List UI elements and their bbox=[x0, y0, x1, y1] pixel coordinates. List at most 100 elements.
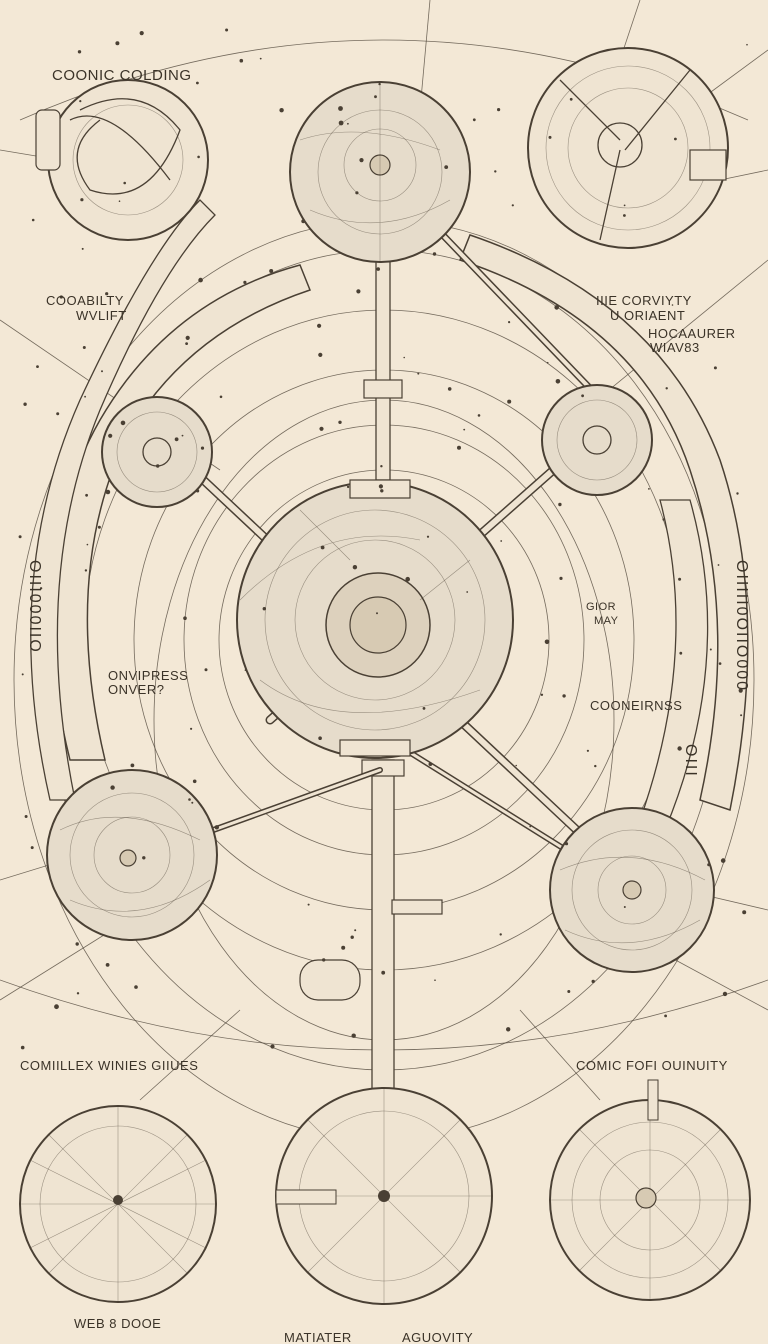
node-dot bbox=[85, 493, 88, 497]
node-dot bbox=[110, 785, 115, 790]
label-left-vertical: OIII000IIO bbox=[26, 560, 43, 654]
node-dot bbox=[569, 97, 573, 101]
node-dot bbox=[279, 108, 284, 113]
node-dot bbox=[346, 485, 350, 489]
label-bottom-center-caption-1: MATIATER bbox=[284, 1330, 352, 1344]
node-dot bbox=[651, 709, 654, 712]
label-left-middle-2: ONVER? bbox=[108, 682, 164, 697]
bottom-left-disc bbox=[19, 1105, 217, 1303]
node-dot bbox=[192, 779, 197, 784]
right-small-sphere bbox=[541, 384, 653, 496]
node-dot bbox=[497, 108, 501, 112]
node-dot bbox=[59, 295, 63, 299]
node-dot bbox=[381, 970, 386, 975]
node-dot bbox=[529, 825, 532, 828]
node-dot bbox=[720, 858, 726, 863]
node-dot bbox=[196, 81, 199, 85]
node-dot bbox=[101, 370, 103, 373]
node-dot bbox=[36, 365, 39, 368]
node-dot bbox=[555, 379, 561, 384]
node-dot bbox=[198, 277, 203, 283]
top-right-disc bbox=[527, 47, 729, 249]
node-dot bbox=[259, 57, 262, 60]
node-dot bbox=[499, 933, 502, 936]
node-dot bbox=[244, 669, 247, 671]
node-dot bbox=[581, 394, 584, 398]
node-dot bbox=[75, 942, 79, 946]
node-dot bbox=[508, 321, 511, 324]
node-dots bbox=[18, 28, 748, 1050]
label-right-upper-4: WIAV83 bbox=[650, 340, 700, 355]
node-dot bbox=[417, 372, 420, 375]
node-dot bbox=[709, 648, 712, 651]
node-dot bbox=[380, 489, 384, 493]
node-dot bbox=[562, 694, 566, 698]
node-dot bbox=[108, 433, 113, 438]
node-dot bbox=[623, 906, 626, 908]
node-dot bbox=[322, 958, 326, 962]
node-dot bbox=[506, 1027, 511, 1032]
node-dot bbox=[426, 535, 430, 538]
node-dot bbox=[156, 464, 160, 468]
node-dot bbox=[591, 979, 595, 984]
node-dot bbox=[54, 1004, 59, 1010]
node-dot bbox=[472, 118, 476, 122]
node-dot bbox=[664, 1014, 667, 1018]
node-dot bbox=[665, 387, 668, 390]
node-dot bbox=[185, 342, 189, 345]
node-dot bbox=[350, 935, 354, 939]
lower-right-sphere bbox=[549, 807, 715, 973]
node-dot bbox=[494, 170, 497, 173]
node-dot bbox=[174, 437, 179, 442]
node-dot bbox=[204, 668, 208, 672]
node-dot bbox=[444, 165, 449, 170]
node-dot bbox=[674, 137, 677, 141]
node-dot bbox=[142, 856, 146, 860]
node-dot bbox=[403, 356, 406, 359]
node-dot bbox=[564, 842, 569, 846]
node-dot bbox=[307, 903, 310, 906]
node-dot bbox=[338, 420, 342, 424]
node-dot bbox=[239, 58, 244, 63]
node-dot bbox=[677, 746, 682, 751]
node-dot bbox=[507, 399, 512, 404]
node-dot bbox=[713, 366, 717, 370]
label-left-middle-1: ONVIPRESS bbox=[108, 668, 188, 683]
node-dot bbox=[105, 963, 110, 967]
node-dot bbox=[123, 181, 126, 185]
node-dot bbox=[548, 135, 552, 139]
node-dot bbox=[722, 991, 728, 997]
node-dot bbox=[191, 801, 194, 804]
node-dot bbox=[77, 50, 82, 54]
node-dot bbox=[318, 736, 322, 740]
node-dot bbox=[554, 305, 559, 310]
node-dot bbox=[558, 502, 562, 507]
node-dot bbox=[662, 518, 665, 521]
node-dot bbox=[243, 280, 247, 284]
node-dot bbox=[86, 543, 89, 546]
node-dot bbox=[352, 565, 358, 570]
node-dot bbox=[671, 304, 674, 306]
node-dot bbox=[623, 204, 626, 207]
node-dot bbox=[188, 798, 191, 801]
node-dot bbox=[740, 714, 743, 717]
node-dot bbox=[378, 82, 381, 86]
label-left-upper-2: WVLIFT bbox=[76, 308, 127, 323]
label-bottom-left-caption: WEB 8 DOOE bbox=[74, 1316, 161, 1331]
node-dot bbox=[84, 569, 88, 572]
node-dot bbox=[500, 540, 503, 542]
node-dot bbox=[183, 616, 187, 620]
node-dot bbox=[347, 122, 349, 125]
top-left-disc bbox=[35, 79, 209, 241]
node-dot bbox=[301, 219, 306, 224]
node-dot bbox=[374, 95, 377, 99]
node-dot bbox=[21, 673, 24, 676]
bottom-center-disc bbox=[275, 1087, 493, 1305]
node-dot bbox=[515, 764, 517, 767]
label-right-upper-3: HOCAAURER bbox=[648, 326, 736, 341]
node-dot bbox=[356, 289, 361, 294]
node-dot bbox=[738, 688, 743, 693]
node-dot bbox=[544, 639, 550, 645]
node-dot bbox=[120, 420, 126, 426]
node-dot bbox=[82, 346, 86, 349]
